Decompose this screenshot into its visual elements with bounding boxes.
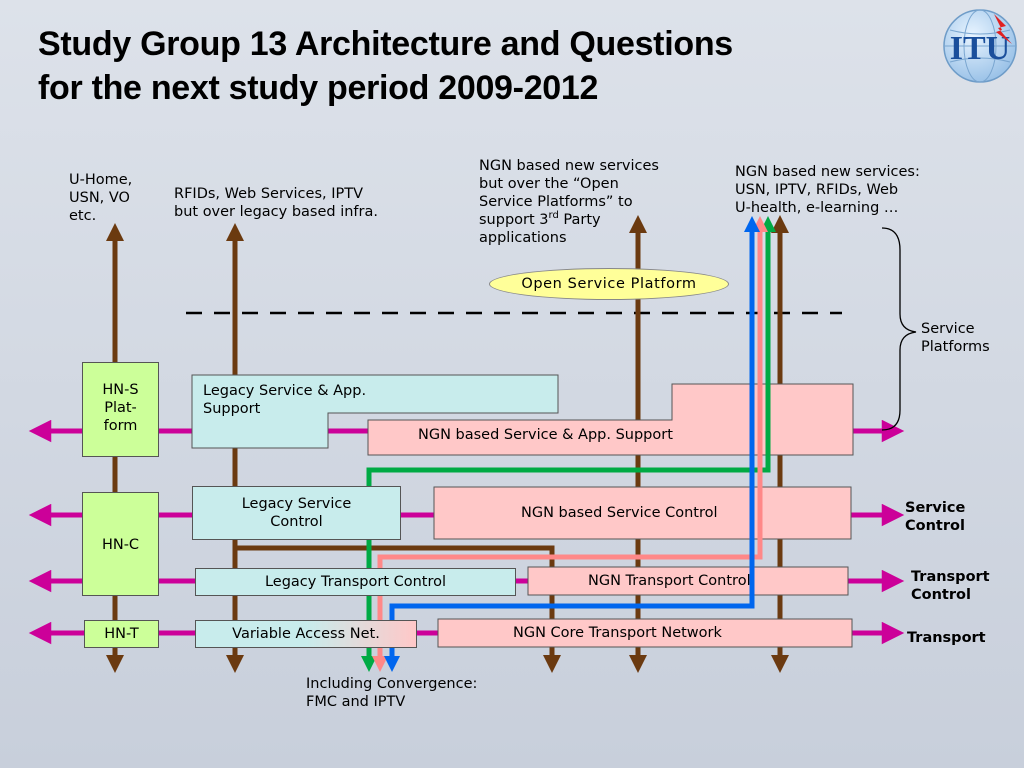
convergence-line-1: Including Convergence: xyxy=(306,676,478,692)
transport-control-label: Transport Control xyxy=(911,568,990,604)
ngn-service-app-label: NGN based Service & App. Support xyxy=(418,427,673,443)
ngn-osp-line-5: applications xyxy=(479,230,567,246)
ngn-osp-label: NGN based new services but over the “Ope… xyxy=(479,157,659,247)
legacy-service-control-line-2: Control xyxy=(270,514,323,530)
ngn-service-control-label: NGN based Service Control xyxy=(521,505,718,521)
hns-line-2: Plat- xyxy=(104,400,137,416)
ngn-osp-line-4b: Party xyxy=(558,212,601,228)
service-platforms-line-1: Service xyxy=(921,321,975,337)
title-line-2: for the next study period 2009-2012 xyxy=(38,69,599,107)
hns-line-3: form xyxy=(103,418,138,434)
hnt-label: HN-T xyxy=(104,626,139,642)
itu-logo: ITU xyxy=(943,9,1017,83)
hn-c-box: HN-C xyxy=(82,492,159,596)
convergence-label: Including Convergence: FMC and IPTV xyxy=(306,675,477,711)
convergence-line-2: FMC and IPTV xyxy=(306,694,406,710)
hn-s-platform-box: HN-S Plat- form xyxy=(82,362,159,457)
hnc-label: HN-C xyxy=(101,537,140,553)
uhome-label: U-Home, USN, VO etc. xyxy=(69,171,132,225)
hns-line-1: HN-S xyxy=(102,382,139,398)
variable-access-net-box: Variable Access Net. xyxy=(195,620,417,648)
ngn-transport-control-label: NGN Transport Control xyxy=(588,573,751,589)
ngn-osp-line-2: but over the “Open xyxy=(479,176,619,192)
uhome-line-1: U-Home, xyxy=(69,172,133,188)
transport-label: Transport xyxy=(907,630,986,646)
uhome-line-2: USN, VO xyxy=(69,190,130,206)
ngn-osp-superscript: rd xyxy=(548,210,559,222)
hn-t-box: HN-T xyxy=(84,620,159,648)
ngn-core-transport-label: NGN Core Transport Network xyxy=(513,625,722,641)
legacy-service-control-line-1: Legacy Service xyxy=(241,496,352,512)
ngn-osp-line-3: Service Platforms” to xyxy=(479,194,633,210)
legacy-service-app-line-1: Legacy Service & App. xyxy=(203,383,367,399)
legacy-transport-control-box: Legacy Transport Control xyxy=(195,568,516,596)
service-platforms-brace xyxy=(881,227,917,431)
service-platforms-line-2: Platforms xyxy=(921,339,990,355)
title-line-1: Study Group 13 Architecture and Question… xyxy=(38,25,733,63)
service-control-line-2: Control xyxy=(905,518,965,534)
service-control-line-1: Service xyxy=(905,500,966,516)
ngn-osp-line-4: support 3 xyxy=(479,212,549,228)
rfid-line-2: but over legacy based infra. xyxy=(174,204,378,220)
ngn-new-line-1: NGN based new services: xyxy=(735,164,920,180)
ngn-osp-line-1: NGN based new services xyxy=(479,158,659,174)
logo-text: ITU xyxy=(950,30,1010,67)
transport-control-line-1: Transport xyxy=(911,569,990,585)
rfid-line-1: RFIDs, Web Services, IPTV xyxy=(174,186,364,202)
service-control-label: Service Control xyxy=(905,499,965,535)
uhome-line-3: etc. xyxy=(69,208,97,224)
ngn-new-line-3: U-health, e-learning … xyxy=(735,200,899,216)
rfid-label: RFIDs, Web Services, IPTV but over legac… xyxy=(174,185,378,221)
legacy-service-app-label: Legacy Service & App. Support xyxy=(203,382,366,418)
transport-control-line-2: Control xyxy=(911,587,971,603)
service-platforms-label: Service Platforms xyxy=(921,320,990,356)
page-title: Study Group 13 Architecture and Question… xyxy=(38,22,733,110)
ngn-new-services-label: NGN based new services: USN, IPTV, RFIDs… xyxy=(735,163,920,217)
legacy-service-app-line-2: Support xyxy=(203,401,261,417)
legacy-service-control-box: Legacy Service Control xyxy=(192,486,401,540)
open-service-platform-ellipse: Open Service Platform xyxy=(489,268,729,300)
legacy-transport-control-label: Legacy Transport Control xyxy=(264,574,447,590)
ngn-new-line-2: USN, IPTV, RFIDs, Web xyxy=(735,182,899,198)
variable-access-net-label: Variable Access Net. xyxy=(232,626,380,642)
